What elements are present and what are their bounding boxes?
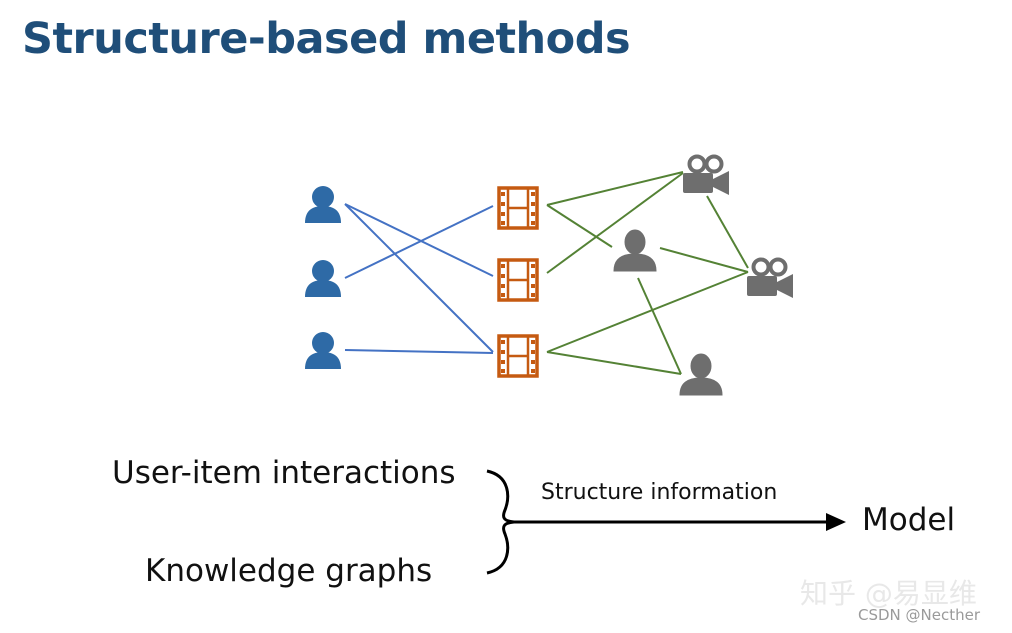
- edge-item1-person1: [546, 204, 613, 248]
- user-icon: [305, 332, 341, 369]
- watermark-csdn: CSDN @Necther: [858, 606, 981, 624]
- curly-brace: [486, 469, 515, 575]
- item-nodes: [497, 186, 539, 378]
- person-icon: [613, 229, 657, 272]
- user-icon: [305, 186, 341, 223]
- input-user-item-interactions: User-item interactions: [112, 455, 456, 491]
- output-model: Model: [862, 502, 956, 538]
- edge-camera1-camera2: [706, 195, 749, 269]
- edge-item2-camera1: [546, 172, 684, 274]
- edge-person1-camera2: [659, 247, 749, 273]
- page-title: Structure-based methods: [22, 14, 631, 64]
- film-icon: [497, 334, 539, 378]
- edge-item3-person2: [546, 351, 682, 375]
- user-icon: [305, 260, 341, 297]
- film-icon: [497, 186, 539, 230]
- edge-person1-person2: [637, 277, 682, 375]
- film-icon: [497, 258, 539, 302]
- knowledge-graph-edges: [546, 171, 749, 375]
- edge-item1-camera1: [546, 171, 684, 206]
- input-knowledge-graphs: Knowledge graphs: [145, 553, 433, 589]
- video-camera-icon: [681, 154, 731, 197]
- user-nodes: [305, 186, 341, 369]
- edge-user2-item0: [344, 205, 494, 279]
- arrow-label: Structure information: [541, 480, 778, 505]
- entity-nodes: [613, 154, 795, 396]
- edge-user1-item1: [344, 203, 494, 277]
- video-camera-icon: [745, 257, 795, 300]
- watermark-zhihu: 知乎 @易显维: [800, 577, 977, 610]
- person-icon: [679, 353, 723, 396]
- user-item-edges: [344, 203, 494, 354]
- edge-user3-item3: [344, 349, 494, 354]
- edge-user1-item3: [344, 203, 494, 353]
- arrow-head-icon: [826, 513, 846, 531]
- edge-item3-camera2: [546, 271, 749, 353]
